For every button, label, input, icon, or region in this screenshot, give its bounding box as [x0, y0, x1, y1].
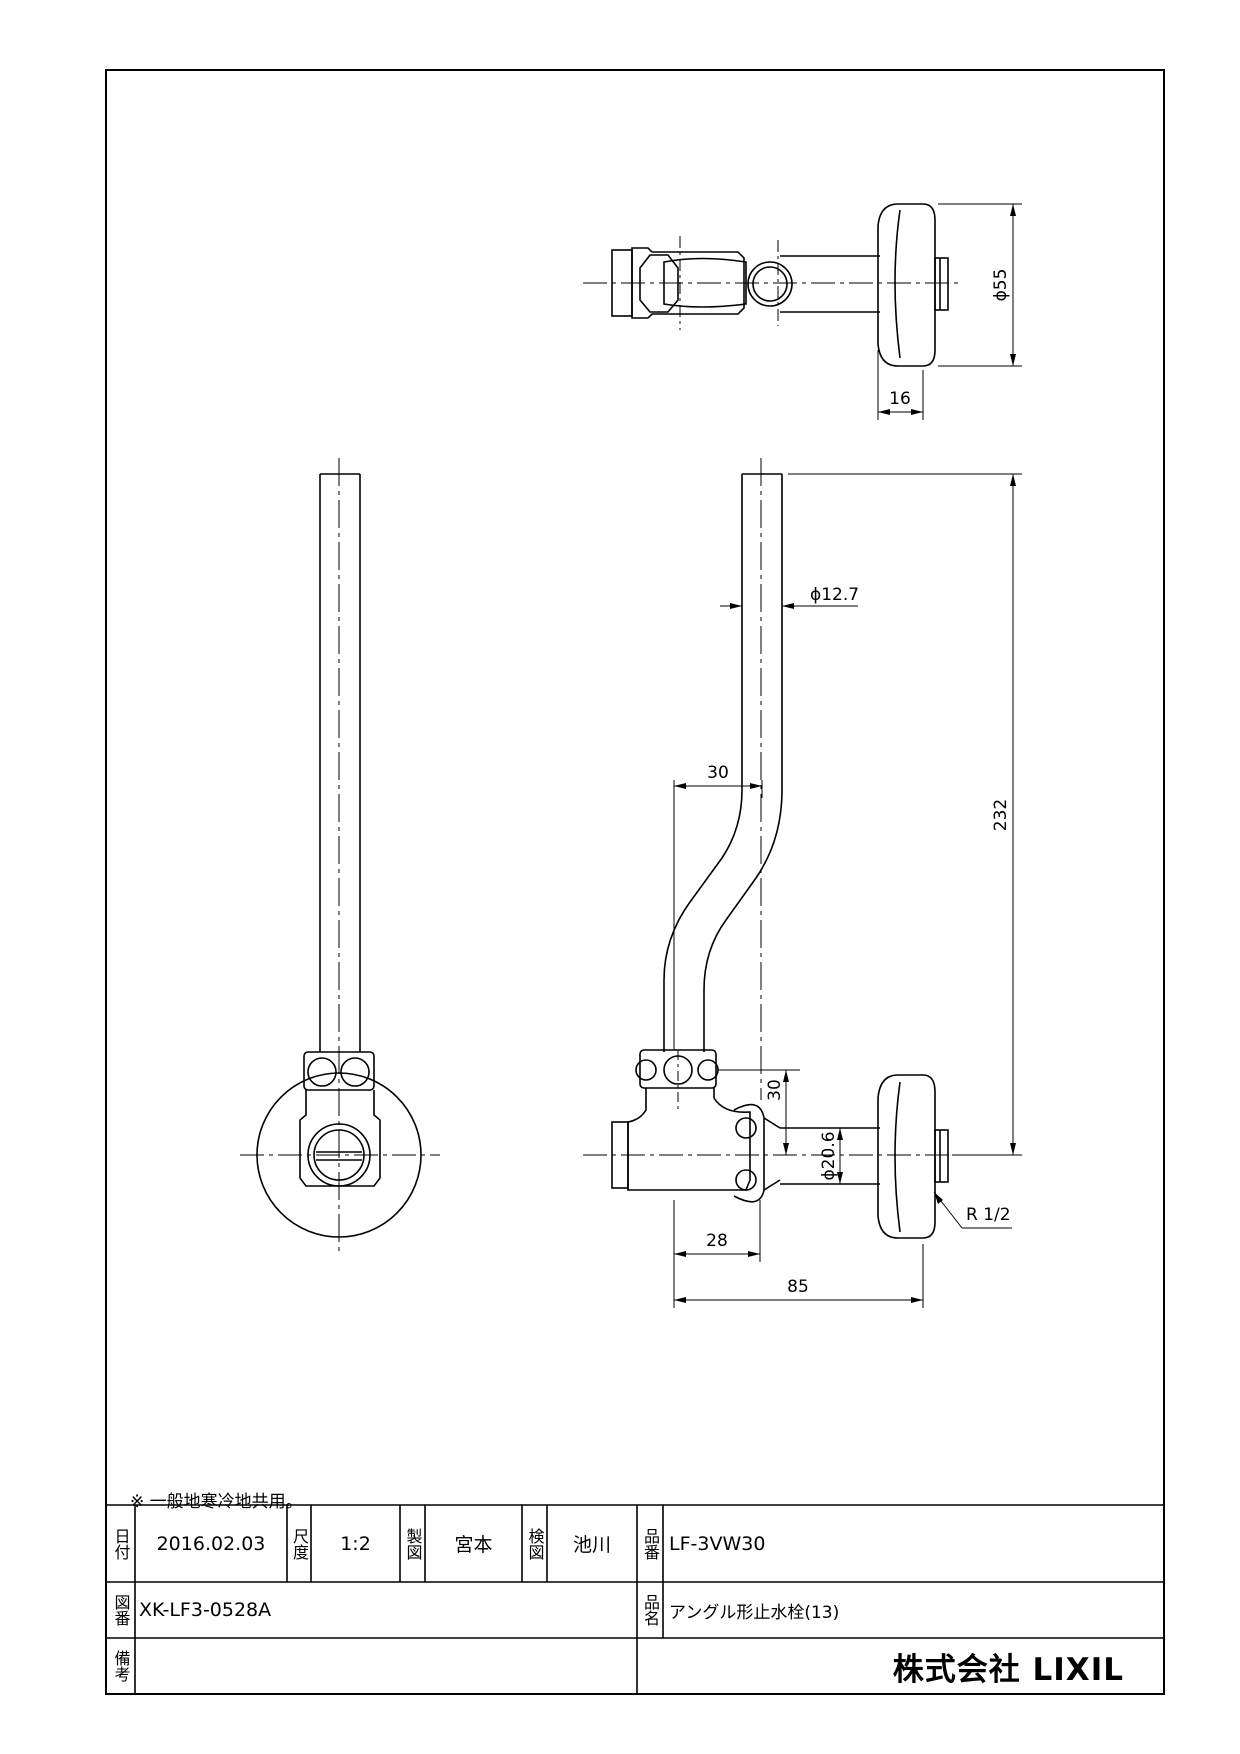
general-note: ※ 一般地寒冷地共用。 — [130, 1492, 303, 1512]
checked-label: 検図 — [525, 1527, 545, 1560]
dim-28: 28 — [706, 1231, 728, 1251]
title-block: 日付 2016.02.03 尺度 1:2 製図 宮本 検図 池川 品番 LF-3… — [106, 1505, 1164, 1694]
scale-value: 1:2 — [340, 1532, 371, 1555]
dim-30-top: 30 — [707, 763, 729, 783]
title-block-grid — [106, 1504, 1164, 1694]
front-view — [240, 458, 440, 1255]
side-view-dimensions — [673, 473, 1022, 1308]
drawing-frame — [105, 69, 1165, 1695]
company-logo: 株式会社 LIXIL — [892, 1651, 1124, 1688]
dim-r1-2: R 1/2 — [966, 1205, 1011, 1225]
date-value: 2016.02.03 — [156, 1532, 266, 1555]
part-name-label: 品名 — [641, 1594, 660, 1626]
side-view — [583, 458, 963, 1239]
checked-by-value: 池川 — [572, 1534, 611, 1556]
dim-d12-7: ϕ12.7 — [810, 585, 859, 605]
dim-16: 16 — [889, 389, 911, 409]
remarks-label: 備考 — [111, 1650, 131, 1682]
date-label: 日付 — [111, 1527, 131, 1560]
dim-d20-6: ϕ20.6 — [819, 1131, 839, 1180]
part-name-value: アングル形止水栓(13) — [669, 1602, 840, 1623]
drawing-no-label: 図番 — [111, 1594, 131, 1626]
dim-85: 85 — [787, 1277, 809, 1297]
top-view — [583, 203, 1022, 420]
part-no-value: LF-3VW30 — [669, 1532, 766, 1555]
drawn-label: 製図 — [403, 1527, 423, 1560]
scale-label: 尺度 — [290, 1527, 309, 1560]
drawn-by-value: 宮本 — [454, 1534, 493, 1556]
part-no-label: 品番 — [641, 1527, 660, 1560]
dim-d55: ϕ55 — [991, 269, 1011, 302]
dim-30-side: 30 — [765, 1079, 785, 1101]
drawing-no-value: XK-LF3-0528A — [139, 1599, 272, 1621]
dim-232: 232 — [991, 799, 1011, 831]
